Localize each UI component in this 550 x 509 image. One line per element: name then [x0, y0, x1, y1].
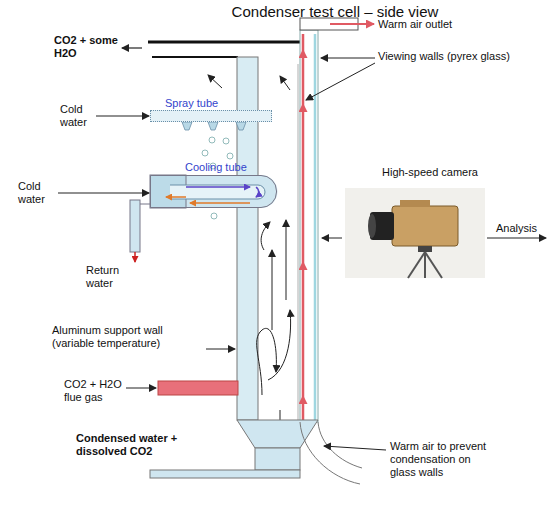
node-label: Spray tube — [165, 97, 218, 110]
callout-label: Cold water — [18, 180, 54, 206]
callout-label: CO2 + some H2O — [54, 34, 118, 60]
exhaust-arrows — [122, 48, 290, 90]
callout-label: CO2 + H2O flue gas — [64, 378, 128, 404]
callout-label: Cold water — [60, 103, 96, 129]
node-label: Cooling tube — [185, 161, 247, 174]
callout-label: Condensed water + dissolved CO2 — [76, 432, 180, 458]
callout-label: Return water — [86, 264, 132, 290]
return-water-pipe — [130, 200, 150, 262]
camera-photo — [345, 188, 485, 278]
callout-label: Warm air to prevent condensation on glas… — [390, 440, 496, 479]
gas-flow-arrows — [257, 220, 291, 438]
cooling-tube-body — [150, 175, 278, 208]
callout-label: Aluminum support wall (variable temperat… — [52, 324, 204, 350]
callout-label: Warm air outlet — [378, 18, 508, 31]
warm-air-inlet — [300, 422, 386, 484]
cell-walls — [148, 18, 358, 422]
collection-funnel — [150, 420, 318, 478]
callout-label: Viewing walls (pyrex glass) — [378, 50, 548, 63]
flue-gas-inlet — [158, 381, 238, 395]
callout-label: High-speed camera — [382, 166, 512, 179]
cooling-tube: Cooling tube — [150, 175, 277, 208]
spray-nozzles — [182, 122, 246, 130]
spray-tube: Spray tube — [150, 110, 272, 122]
callout-label: Analysis — [496, 222, 550, 235]
